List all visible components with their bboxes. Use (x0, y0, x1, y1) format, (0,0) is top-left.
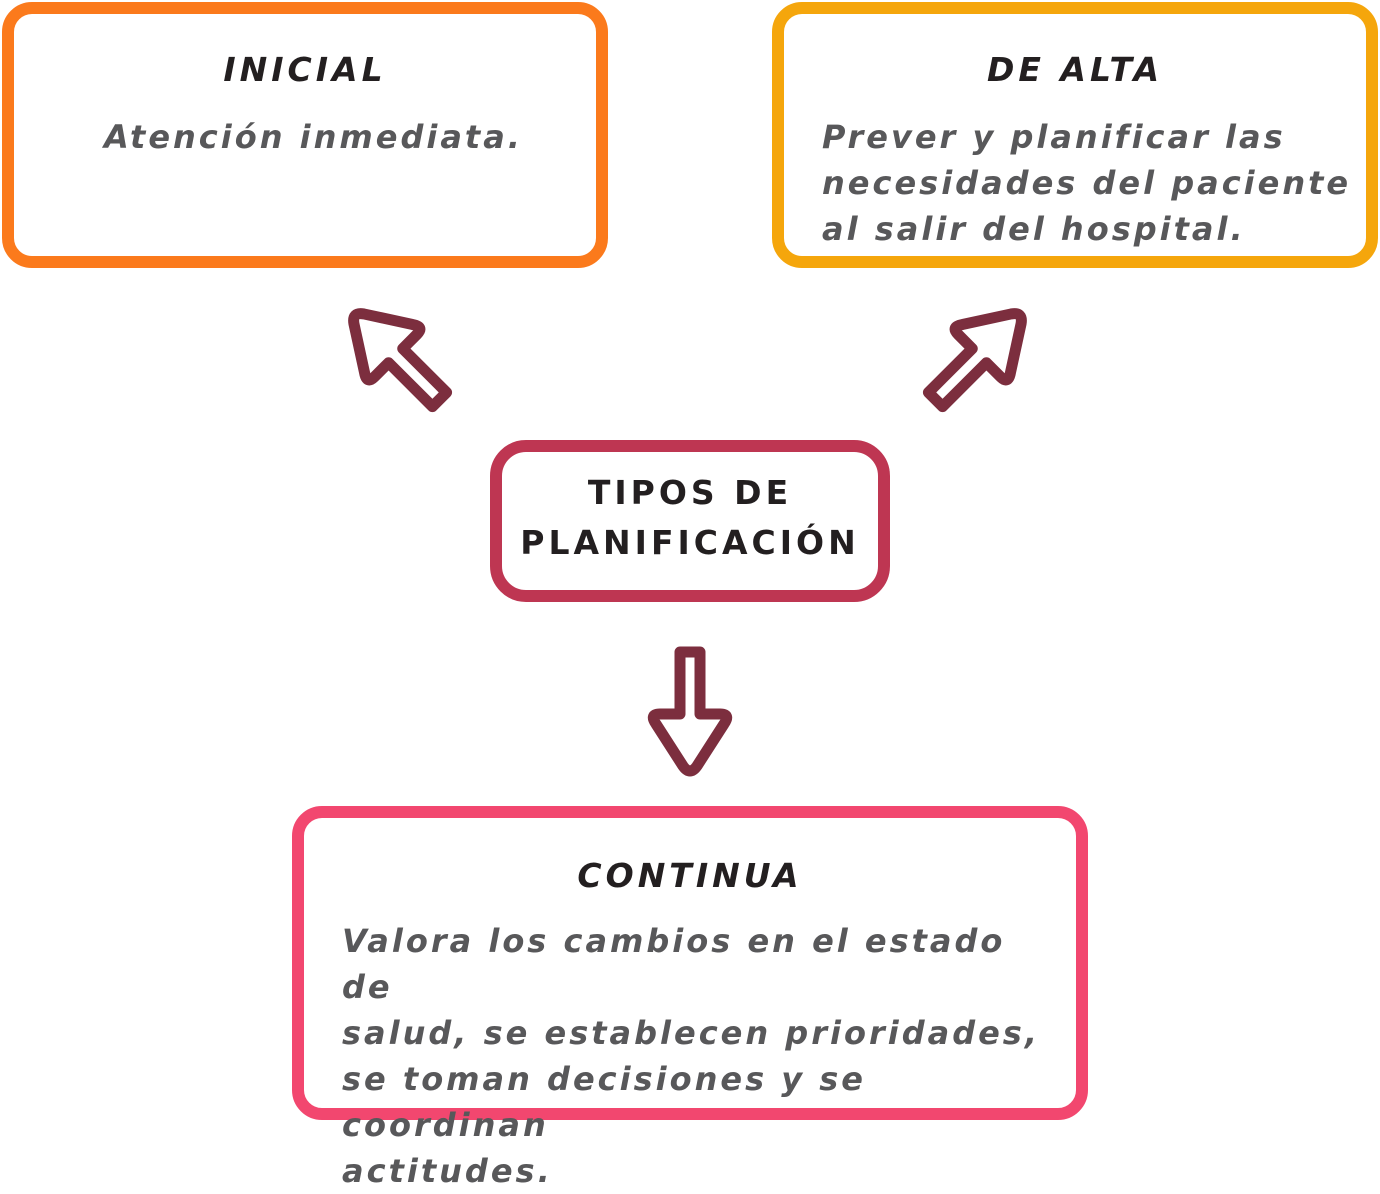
center-title-line: PLANIFICACIÓN (520, 523, 860, 562)
arrows-layer (348, 308, 1027, 777)
de-alta-line: necesidades del paciente (822, 164, 1352, 202)
center-title: TIPOS DE PLANIFICACIÓN (502, 468, 878, 568)
inicial-text: Atención inmediata. (104, 118, 523, 156)
de-alta-line: al salir del hospital. (822, 210, 1246, 248)
de-alta-title: DE ALTA (986, 50, 1164, 89)
box-de-alta: DE ALTA Prever y planificar las necesida… (772, 2, 1378, 268)
center-title-line: TIPOS DE (587, 473, 793, 512)
continua-line: Valora los cambios en el estado de (342, 922, 1006, 1006)
de-alta-line: Prever y planificar las (822, 118, 1286, 156)
arrow-up-left-icon (348, 308, 453, 413)
box-inicial: INICIAL Atención inmediata. (2, 2, 608, 268)
arrow-down-icon (647, 646, 733, 777)
inicial-title: INICIAL (223, 50, 387, 89)
continua-line: actitudes. (342, 1152, 553, 1190)
de-alta-text: Prever y planificar las necesidades del … (822, 114, 1351, 252)
box-tipos-de-planificacion: TIPOS DE PLANIFICACIÓN (490, 440, 890, 602)
continua-line: salud, se establecen prioridades, (342, 1014, 1040, 1052)
continua-title: CONTINUA (577, 856, 803, 895)
arrow-up-right-icon (922, 308, 1027, 413)
